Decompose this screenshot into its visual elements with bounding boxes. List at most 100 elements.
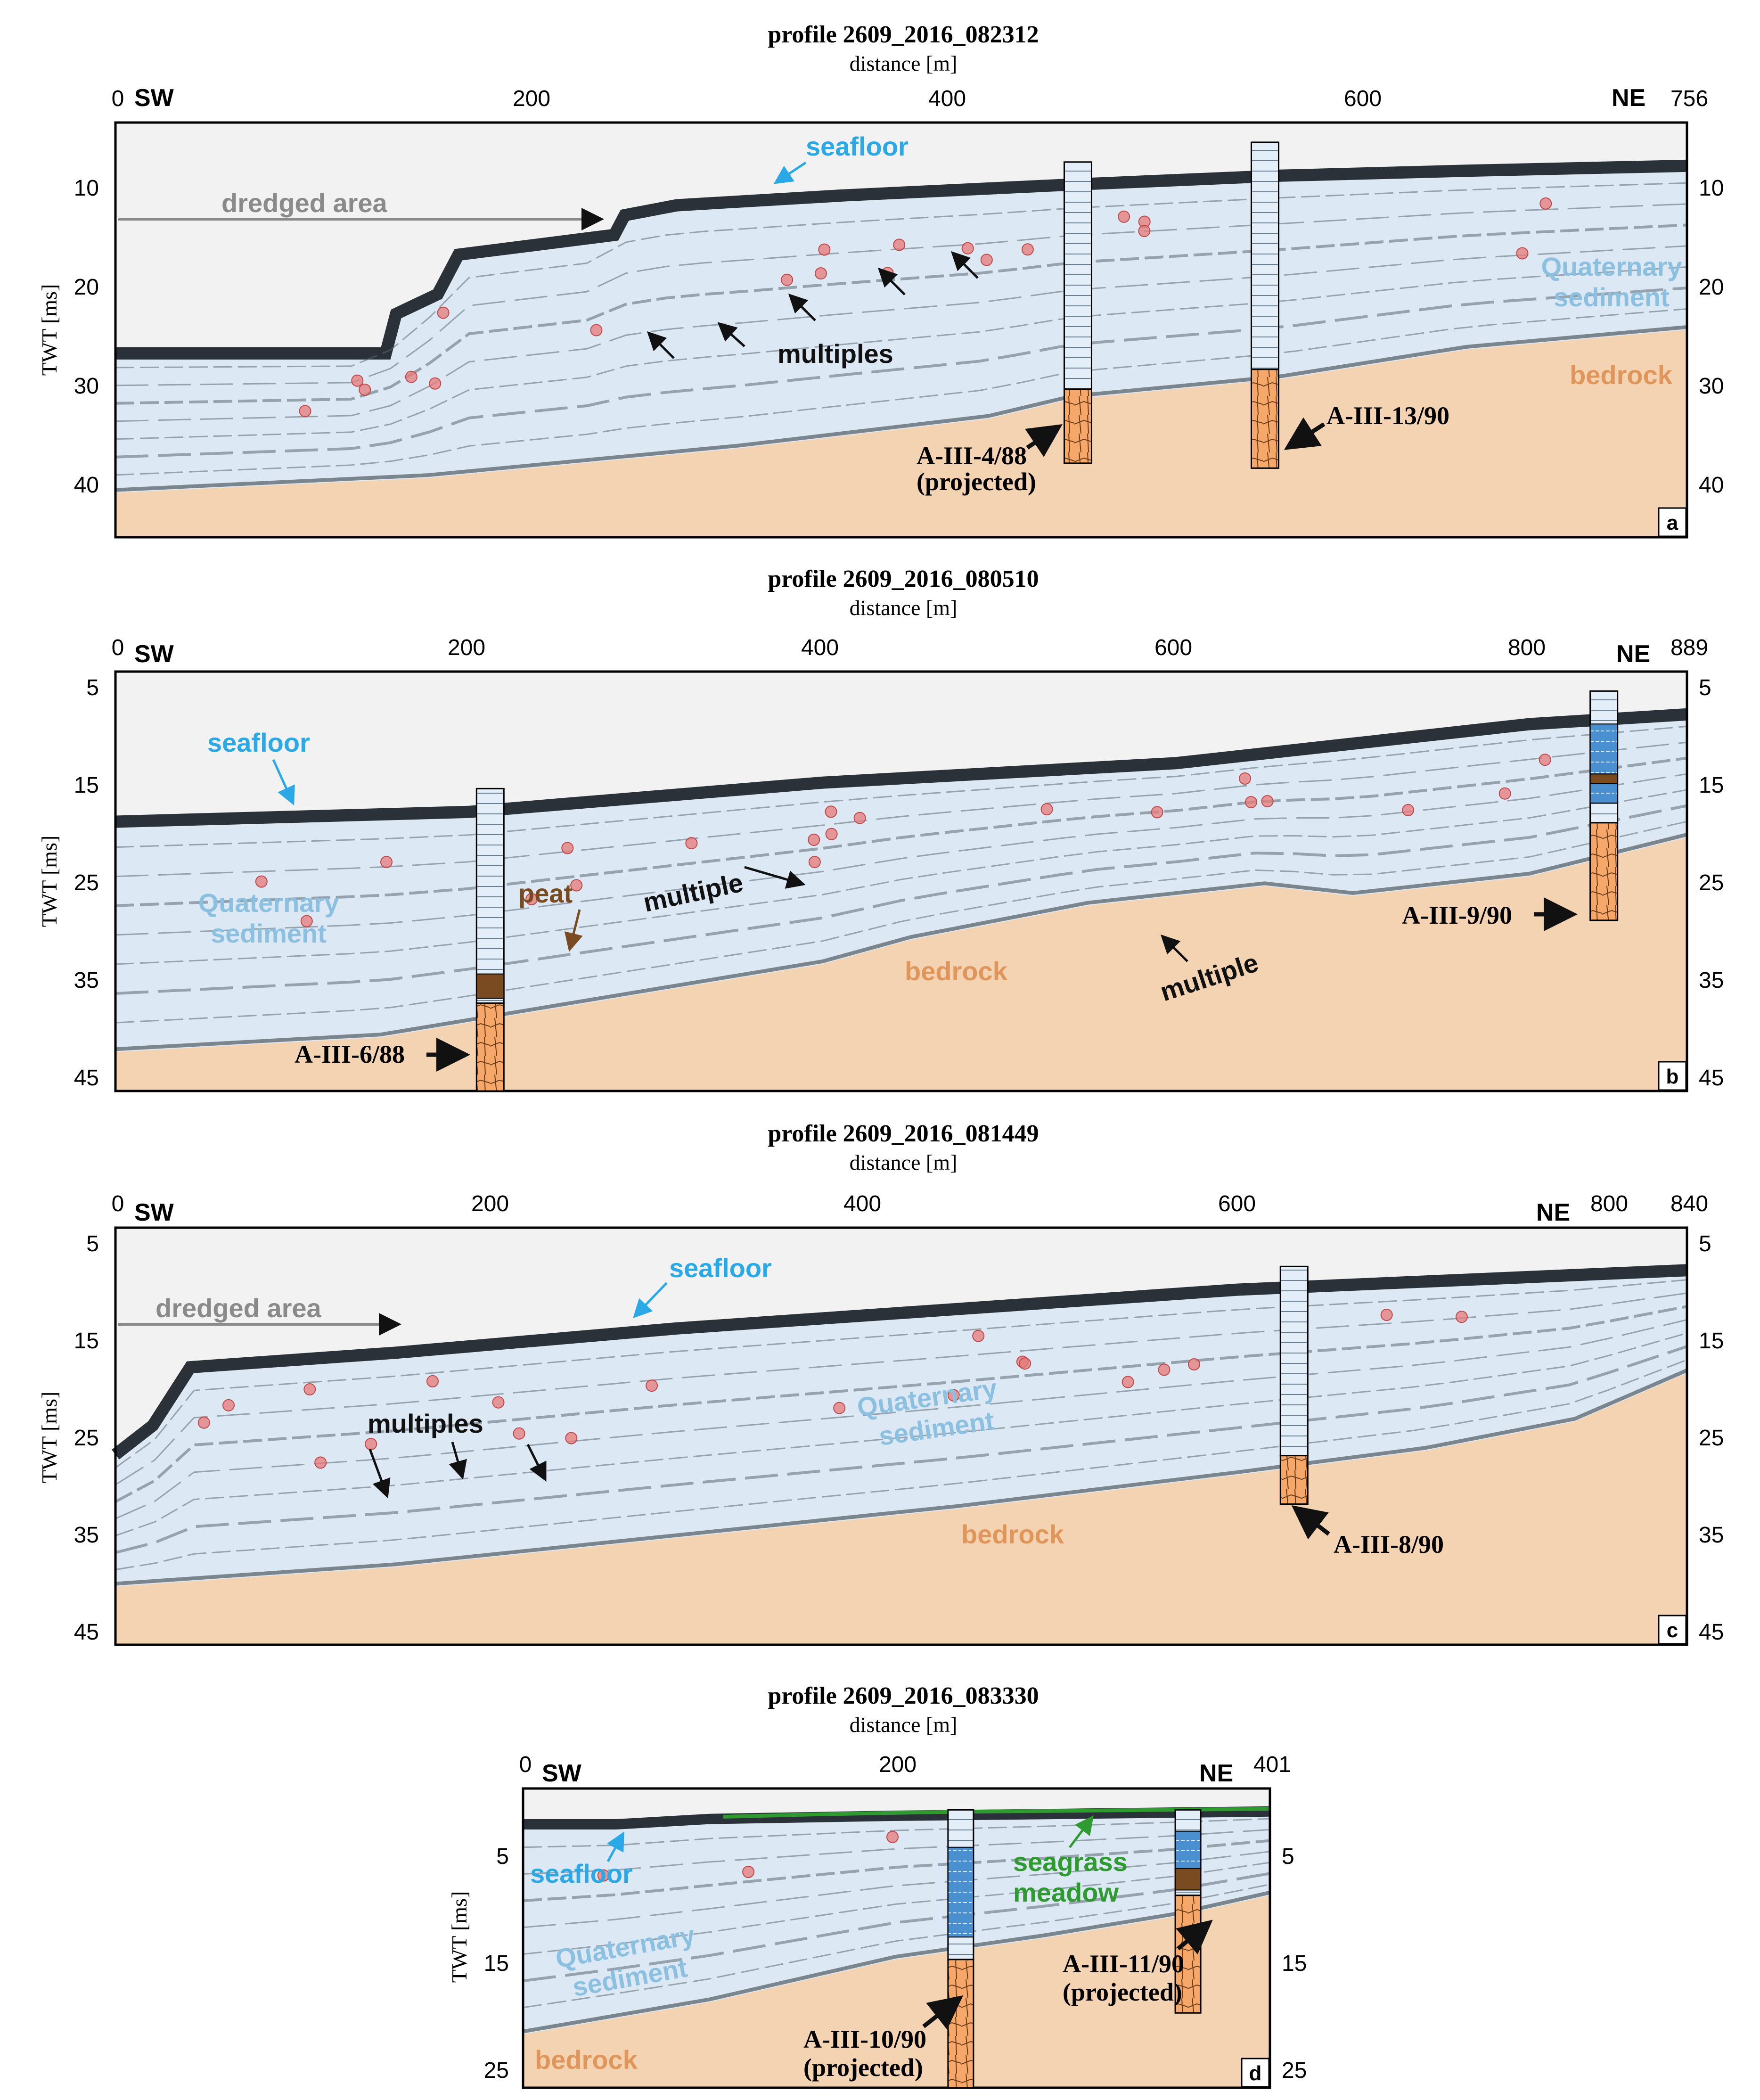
panel-b-x-ticks: 0 200 400 600 800 889 (112, 635, 1708, 660)
panel-c-ytick-r-45: 45 (1699, 1620, 1724, 1645)
panel-b-core-1-bedrock (475, 1002, 505, 1092)
panel-c-core-1-bedrock (1279, 1455, 1309, 1505)
panel-c-x-ticks: 0 200 400 600 800 840 (112, 1191, 1708, 1216)
panel-b-xtick-600: 600 (1154, 635, 1192, 660)
panel-b-seafloor-reflector (115, 708, 1687, 828)
panel-b-diffractors (255, 754, 1551, 927)
panel-c-ytick-r-5: 5 (1699, 1231, 1711, 1256)
panel-d-xtick-200: 200 (879, 1752, 917, 1777)
panel-a-dredged-label: dredged area (221, 188, 388, 218)
panel-b-diffractor (1498, 787, 1511, 800)
panel-c-ytick-15: 15 (74, 1329, 99, 1354)
panel-a-xtick-400: 400 (928, 86, 966, 111)
panel-b-reflector-3 (115, 756, 1687, 907)
panel-d-core-2-note: (projected) (1063, 1978, 1182, 2006)
panel-d-core-2-arrow (1176, 1920, 1213, 1955)
panel-c-ytick-r-15: 15 (1699, 1329, 1724, 1354)
panel-c-diffractor (426, 1375, 439, 1387)
panel-a-diffractors (299, 197, 1552, 418)
panel-c-base-reflector (115, 1369, 1688, 1586)
panel-a-plot (114, 121, 1688, 539)
panel-d-title: profile 2609_2016_083330 (768, 1682, 1039, 1709)
panel-b-ytick-r-35: 35 (1699, 968, 1724, 993)
panel-b-ytick-25: 25 (74, 870, 99, 895)
panel-a-ytick-r-10: 10 (1699, 176, 1724, 201)
panel-a-frame (114, 121, 1688, 539)
panel-a-title: profile 2609_2016_082312 (768, 21, 1039, 48)
panel-b-xtick-0: 0 (112, 635, 124, 660)
panel-c-letter: c (1667, 1619, 1678, 1642)
panel-a-core-2 (1250, 141, 1279, 469)
panel-a-diffractor (429, 377, 442, 390)
panel-b-ytick-r-25: 25 (1699, 870, 1724, 895)
panel-b-diffractor (1040, 803, 1053, 816)
panel-d-ytick-15: 15 (484, 1951, 509, 1976)
panel-d-seagrass-meadow (723, 1807, 1270, 1819)
panel-b-core-1 (475, 788, 505, 1092)
panel-a-diffractor (893, 238, 906, 251)
panel-d-core-2-name: A-III-11/90 (1063, 1950, 1184, 1978)
panel-b-diffractor (300, 915, 313, 927)
panel-a-reflector-6 (115, 287, 1687, 459)
panel-b-core-2-sand (1589, 723, 1618, 804)
panel-c-multiples-label: multiples (368, 1409, 483, 1438)
panel-c-y-label: TWT [ms] (37, 1392, 61, 1484)
panel-b-reflectors (115, 725, 1687, 1051)
panel-b-diffractor (561, 842, 574, 854)
panel-a: profile 2609_2016_082312 distance [m] 0 … (37, 21, 1724, 539)
panel-c-diffractor (513, 1427, 525, 1440)
panel-c-diffractor (646, 1379, 658, 1392)
panel-a-x-ticks: 0 200 400 600 756 (112, 86, 1708, 111)
panel-a-ytick-r-30: 30 (1699, 374, 1724, 399)
panel-d-diffractor (597, 1869, 610, 1882)
panel-a-ne: NE (1612, 84, 1645, 112)
panel-c-core-1-name: A-III-8/90 (1334, 1530, 1444, 1559)
panel-a-xtick-200: 200 (513, 86, 550, 111)
panel-a-diffractor (1516, 247, 1529, 260)
panel-a-diffractor (590, 324, 603, 336)
panel-b-xtick-200: 200 (448, 635, 485, 660)
panel-b-reflector-1 (115, 725, 1687, 848)
panel-a-diffractor (1138, 225, 1151, 238)
panel-a-reflector-5 (115, 266, 1687, 440)
panel-d-reflector-4 (523, 1851, 1270, 1928)
panel-d-reflector-5 (523, 1862, 1270, 1955)
panel-c-reflector-4 (115, 1319, 1687, 1519)
panel-a-multiple-arrows (647, 251, 979, 359)
panel-a-seafloor-reflector (115, 159, 1687, 360)
panel-b-letter: b (1666, 1065, 1679, 1088)
panel-c-frame (114, 1226, 1688, 1646)
panel-b: profile 2609_2016_080510 distance [m] 0 … (37, 566, 1724, 1092)
panel-c-xtick-200: 200 (471, 1191, 509, 1216)
panel-a-xtick-756: 756 (1670, 86, 1708, 111)
panel-d-core-2-peat (1175, 1868, 1202, 1891)
panel-b-plot (114, 670, 1688, 1092)
panel-c-xtick-400: 400 (843, 1191, 881, 1216)
panel-c-dredged-label: dredged area (156, 1293, 322, 1323)
panel-c-distance-label: distance [m] (850, 1150, 958, 1174)
panel-c-diffractor (314, 1456, 327, 1469)
panel-c-bedrock (115, 1373, 1687, 1645)
panel-c-core-1 (1279, 1265, 1309, 1505)
panel-c-diffractor (1455, 1311, 1468, 1323)
panel-a-y-ticks-left: 10 20 30 40 (74, 176, 99, 498)
panel-c-diffractor (1158, 1363, 1171, 1376)
panel-b-frame (114, 670, 1688, 1092)
panel-b-core-2-peat (1589, 773, 1618, 785)
panel-b-core-1-name: A-III-6/88 (295, 1040, 405, 1068)
panel-b-quaternary-label: Quaternary (198, 888, 339, 918)
panel-a-diffractor (818, 243, 831, 256)
panel-a-bedrock (115, 330, 1687, 537)
panel-c-seafloor-arrow (633, 1282, 668, 1319)
panel-d-core-1-sand (947, 1846, 974, 1938)
panel-c-diffractor (1188, 1358, 1200, 1370)
panel-d-cores (947, 1809, 1202, 2089)
panel-c-diffractor (833, 1402, 846, 1414)
panel-b-peat-label: peat (518, 878, 573, 908)
panel-d-core-1-note: (projected) (803, 2053, 923, 2082)
panel-a-core-2-arrow (1284, 417, 1326, 450)
panel-c-reflector-6 (115, 1345, 1687, 1554)
panel-c-plot (112, 1226, 1688, 1646)
panel-c-sw: SW (134, 1199, 174, 1226)
panel-a-diffractor (359, 384, 371, 396)
